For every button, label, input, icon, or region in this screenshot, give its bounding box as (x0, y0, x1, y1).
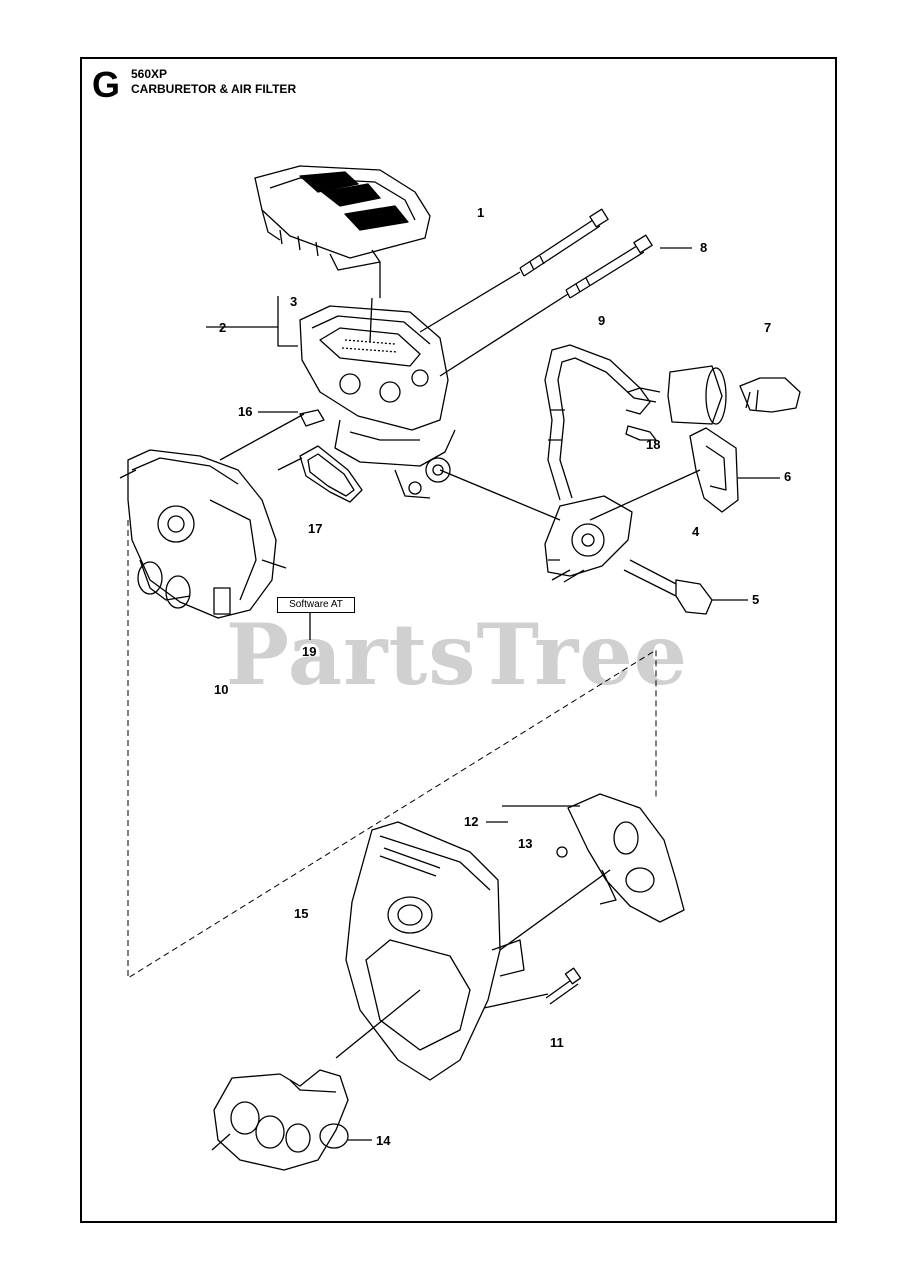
callout-12: 12 (464, 814, 478, 829)
callout-5: 5 (752, 592, 759, 607)
model-number: 560XP (131, 67, 168, 81)
gasket-part-16 (299, 409, 325, 427)
bracket-part-6 (689, 427, 739, 513)
callout-11: 11 (550, 1035, 564, 1050)
bolt-part-1 (519, 208, 609, 277)
screw-part-11 (545, 967, 582, 1005)
bolt-part-8 (565, 234, 653, 299)
software-label-box: Software AT (277, 597, 355, 613)
callout-13: 13 (518, 836, 532, 851)
filter-housing-part (299, 305, 456, 499)
valve-part-4 (544, 495, 633, 583)
callout-18: 18 (646, 437, 660, 452)
callout-3: 3 (290, 294, 297, 309)
callout-1: 1 (477, 205, 484, 220)
callout-8: 8 (700, 240, 707, 255)
callout-15: 15 (294, 906, 308, 921)
primer-bulb-part-7 (667, 365, 801, 425)
callout-10: 10 (214, 682, 228, 697)
callout-7: 7 (764, 320, 771, 335)
callout-4: 4 (692, 524, 700, 539)
watermark: PartsTree (225, 605, 689, 704)
diagram-frame (80, 57, 837, 1223)
callout-6: 6 (784, 469, 791, 484)
callout-numbers: 1 2 3 4 5 6 7 8 9 10 11 12 13 14 15 16 1… (214, 205, 791, 1148)
spacer-part-5 (623, 559, 713, 615)
fuel-hose-part-9 (544, 344, 661, 501)
callout-16: 16 (238, 404, 252, 419)
intake-flange-part-14 (213, 1069, 349, 1171)
callout-9: 9 (598, 313, 605, 328)
diagram-title: CARBURETOR & AIR FILTER (131, 82, 297, 96)
callout-19: 19 (302, 644, 316, 659)
callout-14: 14 (376, 1133, 391, 1148)
carburetor-part-10 (119, 449, 287, 619)
air-filter-cover-part (254, 165, 431, 271)
callout-2: 2 (219, 320, 226, 335)
hose-part-18 (625, 387, 657, 441)
section-letter: G (92, 64, 121, 105)
intake-housing-part-15 (345, 821, 525, 1081)
callout-17: 17 (308, 521, 322, 536)
mount-bracket-part-12 (556, 793, 685, 923)
gasket-part-17 (299, 445, 363, 503)
assembly-dashed-line (127, 520, 657, 979)
